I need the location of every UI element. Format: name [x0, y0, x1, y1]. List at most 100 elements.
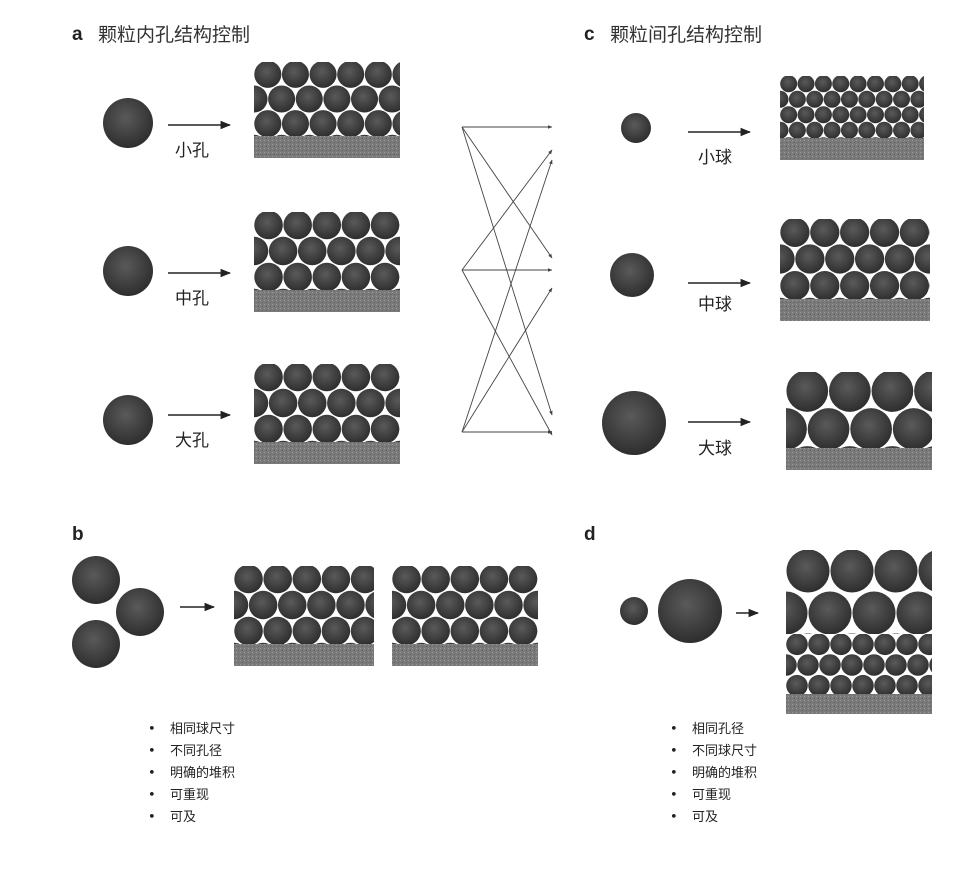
panel-a-letter: a — [72, 24, 83, 45]
packed-sphere — [765, 408, 807, 450]
packed-sphere — [342, 211, 371, 240]
packed-sphere — [310, 61, 337, 88]
packed-sphere — [263, 617, 292, 646]
packed-sphere — [480, 565, 509, 594]
packed-sphere — [400, 415, 429, 444]
list-left-item-3: 可重现 — [170, 787, 209, 803]
packed-sphere — [269, 237, 298, 266]
packed-sphere — [436, 591, 465, 620]
packed-sphere — [832, 75, 849, 92]
packed-sphere — [830, 634, 852, 656]
packed-sphere — [896, 634, 918, 656]
packed-sphere — [829, 370, 871, 412]
panel-c-letter: c — [584, 24, 595, 45]
packed-sphere — [789, 91, 806, 108]
packed-sphere — [885, 244, 914, 273]
packed-sphere — [918, 675, 940, 697]
packed-sphere — [918, 634, 940, 656]
packed-sphere — [400, 363, 429, 392]
packed-sphere — [907, 654, 929, 676]
packed-sphere — [874, 675, 896, 697]
particle-large-pore — [103, 395, 153, 445]
packed-sphere — [832, 106, 849, 123]
substrate-d — [786, 694, 932, 714]
substrate — [786, 448, 932, 470]
svg-text:•: • — [148, 810, 156, 825]
packed-sphere — [249, 591, 278, 620]
list-right-item-1: 不同球尺寸 — [692, 744, 757, 759]
packed-sphere — [852, 591, 895, 634]
svg-text:•: • — [148, 766, 156, 781]
label-large-pore: 大孔 — [175, 431, 209, 451]
sphere-small — [621, 113, 651, 143]
packed-sphere — [840, 218, 869, 247]
packed-sphere — [806, 91, 823, 108]
bullet-list-left: • 相同球尺寸 • 不同孔径 • 明确的堆积 • 可重现 • 可及 — [148, 722, 235, 825]
packed-sphere — [824, 91, 841, 108]
packed-sphere — [313, 211, 342, 240]
packed-sphere — [421, 565, 450, 594]
packed-sphere — [282, 61, 309, 88]
packed-sphere — [852, 675, 874, 697]
packed-sphere — [407, 591, 436, 620]
packed-sphere — [795, 244, 824, 273]
packed-sphere — [918, 549, 956, 592]
packed-sphere — [254, 211, 283, 240]
packed-sphere — [765, 244, 794, 273]
packed-sphere — [867, 75, 884, 92]
packed-sphere — [830, 675, 852, 697]
packed-sphere — [234, 565, 263, 594]
particle-small-pore — [103, 98, 153, 148]
svg-text:•: • — [148, 722, 156, 737]
packed-sphere — [824, 122, 841, 139]
packed-sphere — [298, 237, 327, 266]
packed-sphere — [421, 617, 450, 646]
packed-sphere — [874, 549, 917, 592]
packed-sphere — [850, 408, 892, 450]
packed-sphere — [351, 617, 380, 646]
packed-sphere — [282, 110, 309, 137]
packed-sphere — [392, 617, 421, 646]
packed-sphere — [371, 263, 400, 292]
packed-sphere — [351, 565, 380, 594]
packed-sphere — [283, 263, 312, 292]
packed-sphere — [298, 389, 327, 418]
packed-sphere — [538, 565, 567, 594]
packed-sphere — [494, 591, 523, 620]
panel-b-letter: b — [72, 524, 84, 545]
packed-sphere — [815, 75, 832, 92]
particle-b3 — [72, 620, 120, 668]
packed-sphere — [910, 122, 927, 139]
packed-sphere — [896, 675, 918, 697]
packed-sphere — [465, 591, 494, 620]
crossing-arrows — [462, 127, 552, 435]
packed-sphere — [900, 271, 929, 300]
particle-b2 — [116, 588, 164, 636]
packed-sphere — [858, 122, 875, 139]
particle-b1 — [72, 556, 120, 604]
list-left-item-2: 明确的堆积 — [170, 765, 235, 781]
list-left-item-1: 不同孔径 — [170, 744, 222, 759]
packed-sphere — [538, 617, 567, 646]
packed-sphere — [296, 85, 323, 112]
packed-sphere — [313, 263, 342, 292]
packed-sphere — [283, 415, 312, 444]
packed-sphere — [313, 415, 342, 444]
packed-sphere — [278, 591, 307, 620]
packing-a3 — [240, 363, 429, 470]
packed-sphere — [523, 591, 552, 620]
packed-sphere — [915, 244, 944, 273]
packed-sphere — [365, 591, 394, 620]
packed-sphere — [356, 237, 385, 266]
packed-sphere — [351, 85, 378, 112]
packed-sphere — [808, 634, 830, 656]
substrate — [392, 644, 538, 666]
list-left-item-0: 相同球尺寸 — [170, 722, 235, 737]
panel-c-title: 颗粒间孔结构控制 — [610, 24, 762, 46]
packed-sphere — [896, 591, 939, 634]
packed-sphere — [867, 106, 884, 123]
packed-sphere — [509, 565, 538, 594]
packed-sphere — [254, 263, 283, 292]
packed-sphere — [900, 218, 929, 247]
panel-a-title: 颗粒内孔结构控制 — [98, 24, 250, 46]
